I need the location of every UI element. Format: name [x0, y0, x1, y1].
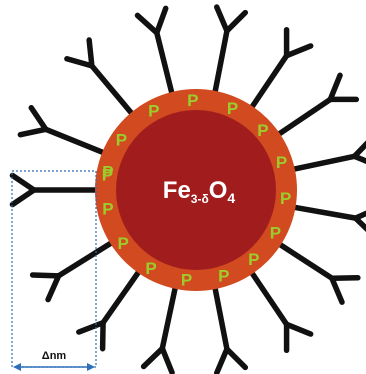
ligand-arm — [86, 37, 95, 69]
ligand-arm — [28, 105, 49, 133]
core-label-element-subscript: 4 — [227, 190, 235, 206]
ligand-arm — [154, 5, 169, 36]
ligand-branches — [9, 4, 366, 374]
ligand-stem — [159, 277, 180, 352]
ligand-stem — [43, 126, 114, 159]
shell-marker-label: P — [102, 162, 113, 181]
ligand-arm — [214, 346, 230, 374]
ligand-stem — [210, 277, 230, 352]
shell-marker-label: P — [102, 165, 113, 184]
ligand-arm — [214, 4, 230, 34]
scale-label: Δnm — [42, 350, 67, 362]
shell-marker-label: P — [270, 223, 281, 242]
ligand-stem — [210, 28, 230, 103]
scale-box — [11, 170, 97, 368]
ligand-arm — [327, 72, 343, 103]
shell-marker-label: P — [187, 91, 198, 110]
ligand-arm — [351, 153, 366, 164]
ligand-arm — [9, 187, 37, 208]
ligand-stem — [244, 52, 290, 117]
inner-core — [116, 110, 276, 270]
ligand-stem — [154, 30, 177, 104]
scale-arrow-right — [87, 363, 95, 371]
ligand-stem — [283, 203, 359, 221]
ligand-stem — [269, 96, 334, 142]
ligand-arm — [351, 140, 366, 160]
ligand-arm — [283, 321, 314, 337]
ligand-arm — [9, 172, 37, 193]
ligand-stem — [89, 63, 140, 123]
ligand-arm — [329, 275, 345, 305]
ligand-arm — [45, 273, 62, 303]
shell-marker-label: P — [181, 271, 192, 290]
shell-marker-label: P — [276, 153, 287, 172]
ligand-arm — [17, 126, 49, 138]
shell-marker-label: P — [280, 189, 291, 208]
ligand-arm — [224, 9, 249, 34]
ligand-stem — [55, 236, 121, 279]
core-label-subscript: 3-δ — [191, 192, 209, 206]
ligand-arm — [283, 43, 314, 59]
shell-marker-label: P — [218, 267, 229, 286]
ligand-arm — [352, 210, 366, 221]
shell-marker-label: P — [118, 234, 129, 253]
ligand-arm — [64, 55, 95, 69]
ligand-stem — [270, 237, 335, 281]
core-label: Fe3-δO4 — [163, 177, 236, 206]
ligand-arm — [352, 215, 366, 233]
ligand-arm — [29, 272, 62, 279]
ligand-stem — [283, 153, 358, 174]
shell-marker-label: P — [116, 131, 127, 150]
ligand-arm — [159, 345, 175, 374]
shell-marker-label: P — [148, 102, 159, 121]
shell-marker-label: P — [248, 250, 259, 269]
core-label-main: Fe — [163, 177, 191, 204]
ligand-arm — [134, 12, 160, 36]
ligand-stem — [244, 263, 290, 328]
scale-dimension: Δnm — [11, 170, 97, 371]
shell-marker-label: P — [257, 121, 268, 140]
ligand-arm — [140, 345, 166, 370]
shell-marker-label: P — [145, 259, 156, 278]
ligand-stem — [100, 262, 146, 326]
ligand-arm — [224, 346, 249, 371]
shell-marker-label: P — [227, 99, 238, 118]
scale-arrow-left — [13, 363, 21, 371]
shell-marker-label: P — [102, 200, 113, 219]
core-label-element: O — [209, 177, 228, 204]
ligand-arm — [76, 319, 106, 335]
